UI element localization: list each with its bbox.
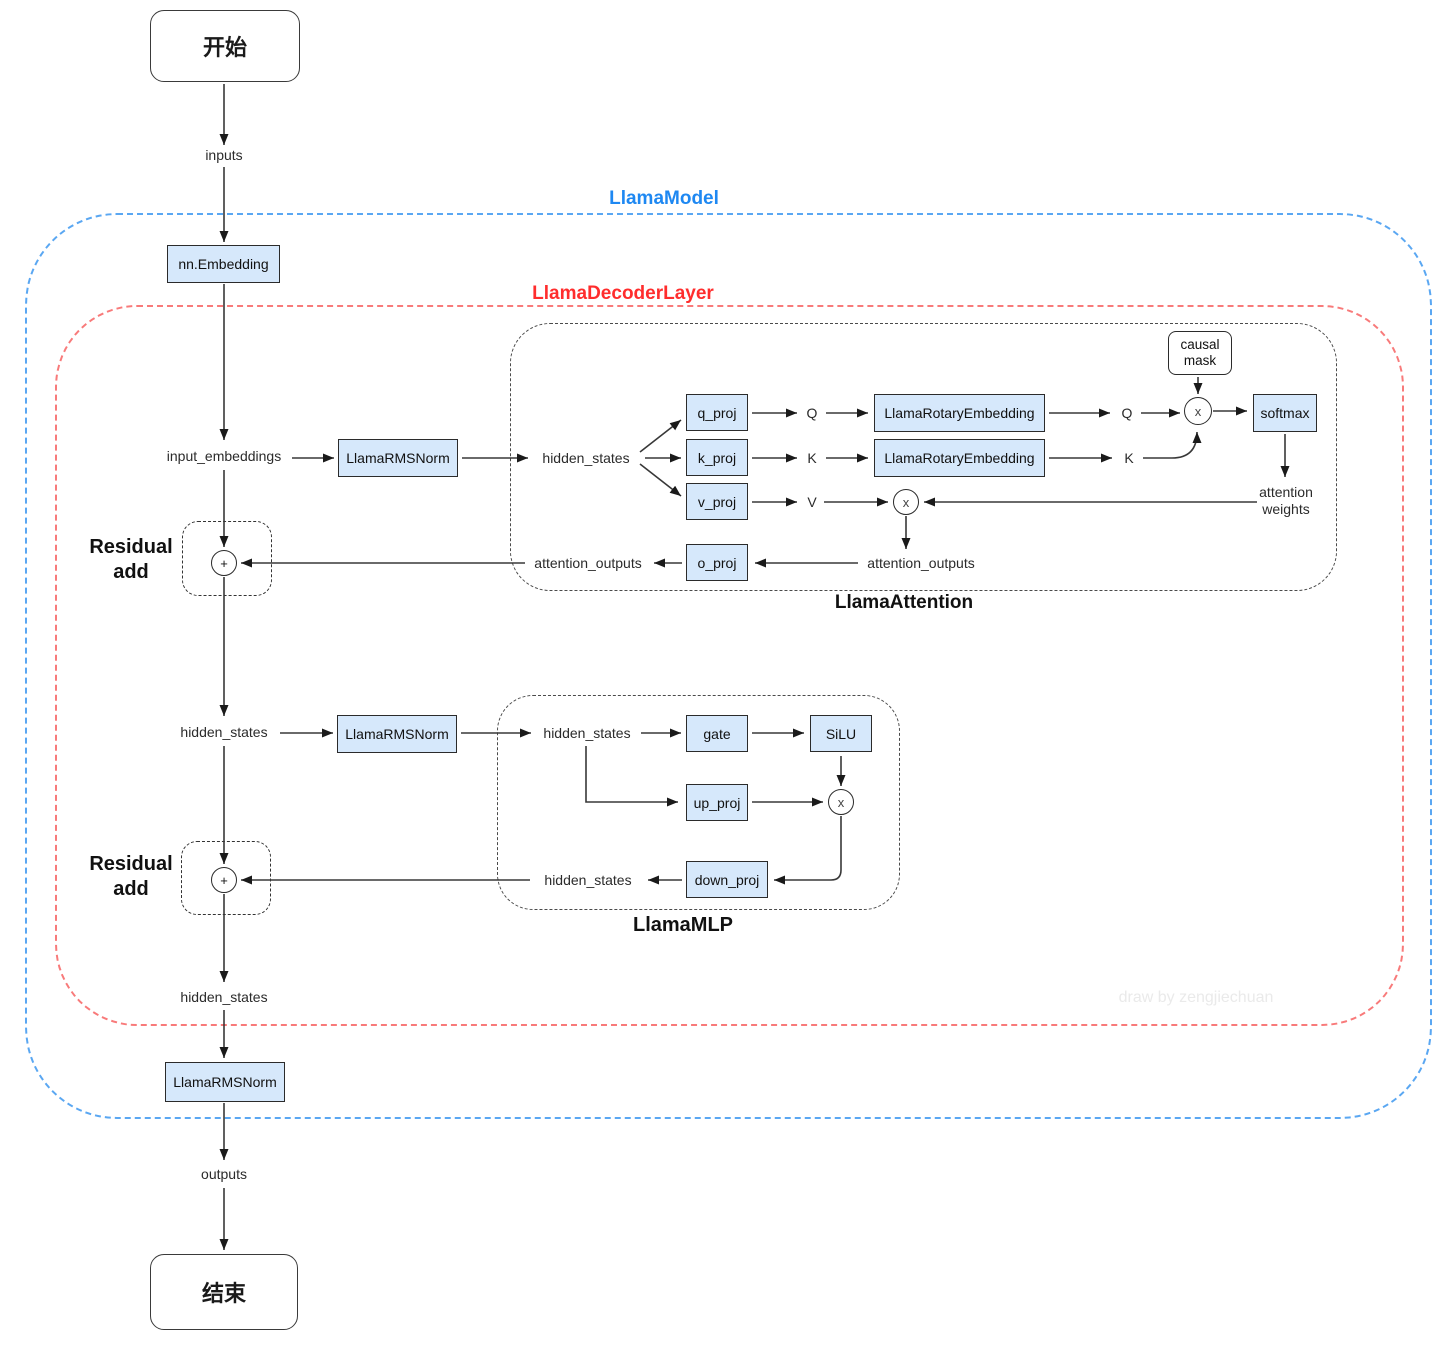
llama-decoder-layer-container (55, 305, 1404, 1026)
down-proj-node: down_proj (686, 861, 768, 898)
residual-add-2-label: Residual add (89, 853, 173, 900)
start-label: 开始 (202, 35, 247, 60)
llama-decoder-layer-label: LlamaDecoderLayer (532, 283, 714, 304)
o-proj-node: o_proj (686, 544, 748, 581)
llama-mlp-container (497, 695, 900, 910)
rmsnorm-final-node: LlamaRMSNorm (165, 1062, 285, 1102)
plus-icon: + (211, 867, 237, 893)
plus-icon: + (211, 550, 237, 576)
v1-label: V (807, 494, 817, 510)
outputs-label: outputs (201, 1166, 247, 1182)
attention-outputs-out-label: attention_outputs (534, 555, 642, 571)
multiply-icon: x (1184, 397, 1212, 425)
k2-label: K (1124, 450, 1134, 466)
residual-add-2-box (181, 841, 271, 915)
attn-hidden-states-label: hidden_states (542, 450, 630, 466)
llama-model-label: LlamaModel (609, 188, 719, 209)
q-proj-node: q_proj (686, 394, 748, 431)
llama-mlp-label: LlamaMLP (632, 914, 734, 936)
multiply-icon: x (893, 489, 919, 515)
attention-outputs-inner-label: attention_outputs (867, 555, 975, 571)
end-node: 结束 (150, 1254, 298, 1330)
rmsnorm-attention-node: LlamaRMSNorm (338, 439, 458, 477)
residual-add-1-label: Residual add (89, 536, 173, 583)
gate-node: gate (686, 715, 748, 752)
v-proj-node: v_proj (686, 483, 748, 520)
residual-add-1-box (182, 521, 272, 596)
rmsnorm-mlp-node: LlamaRMSNorm (337, 715, 457, 753)
rotary-embedding-k-node: LlamaRotaryEmbedding (874, 439, 1045, 477)
mlp-hidden-states-out-label: hidden_states (544, 872, 632, 888)
softmax-node: softmax (1253, 394, 1317, 432)
end-label: 结束 (201, 1281, 246, 1306)
llama-attention-container (510, 323, 1337, 591)
up-proj-node: up_proj (686, 784, 748, 821)
input-embeddings-label: input_embeddings (166, 448, 282, 464)
k-proj-node: k_proj (686, 439, 748, 476)
mlp-hidden-states-in-label: hidden_states (543, 725, 631, 741)
rotary-embedding-q-node: LlamaRotaryEmbedding (874, 394, 1045, 432)
hidden-states-mid-label: hidden_states (180, 724, 268, 740)
multiply-icon: x (828, 789, 854, 815)
k1-label: K (807, 450, 817, 466)
attention-weights-label: attention weights (1259, 484, 1313, 517)
llama-attention-label: LlamaAttention (834, 592, 974, 613)
hidden-states-out-label: hidden_states (180, 989, 268, 1005)
watermark: draw by zengjiechuan (1118, 989, 1274, 1006)
nn-embedding-node: nn.Embedding (167, 245, 280, 283)
q2-label: Q (1121, 405, 1133, 421)
silu-node: SiLU (810, 715, 872, 752)
llama-model-container (25, 213, 1432, 1119)
start-node: 开始 (150, 10, 300, 82)
causal-mask-node: causal mask (1168, 331, 1232, 375)
inputs-label: inputs (205, 147, 243, 163)
q1-label: Q (806, 405, 818, 421)
